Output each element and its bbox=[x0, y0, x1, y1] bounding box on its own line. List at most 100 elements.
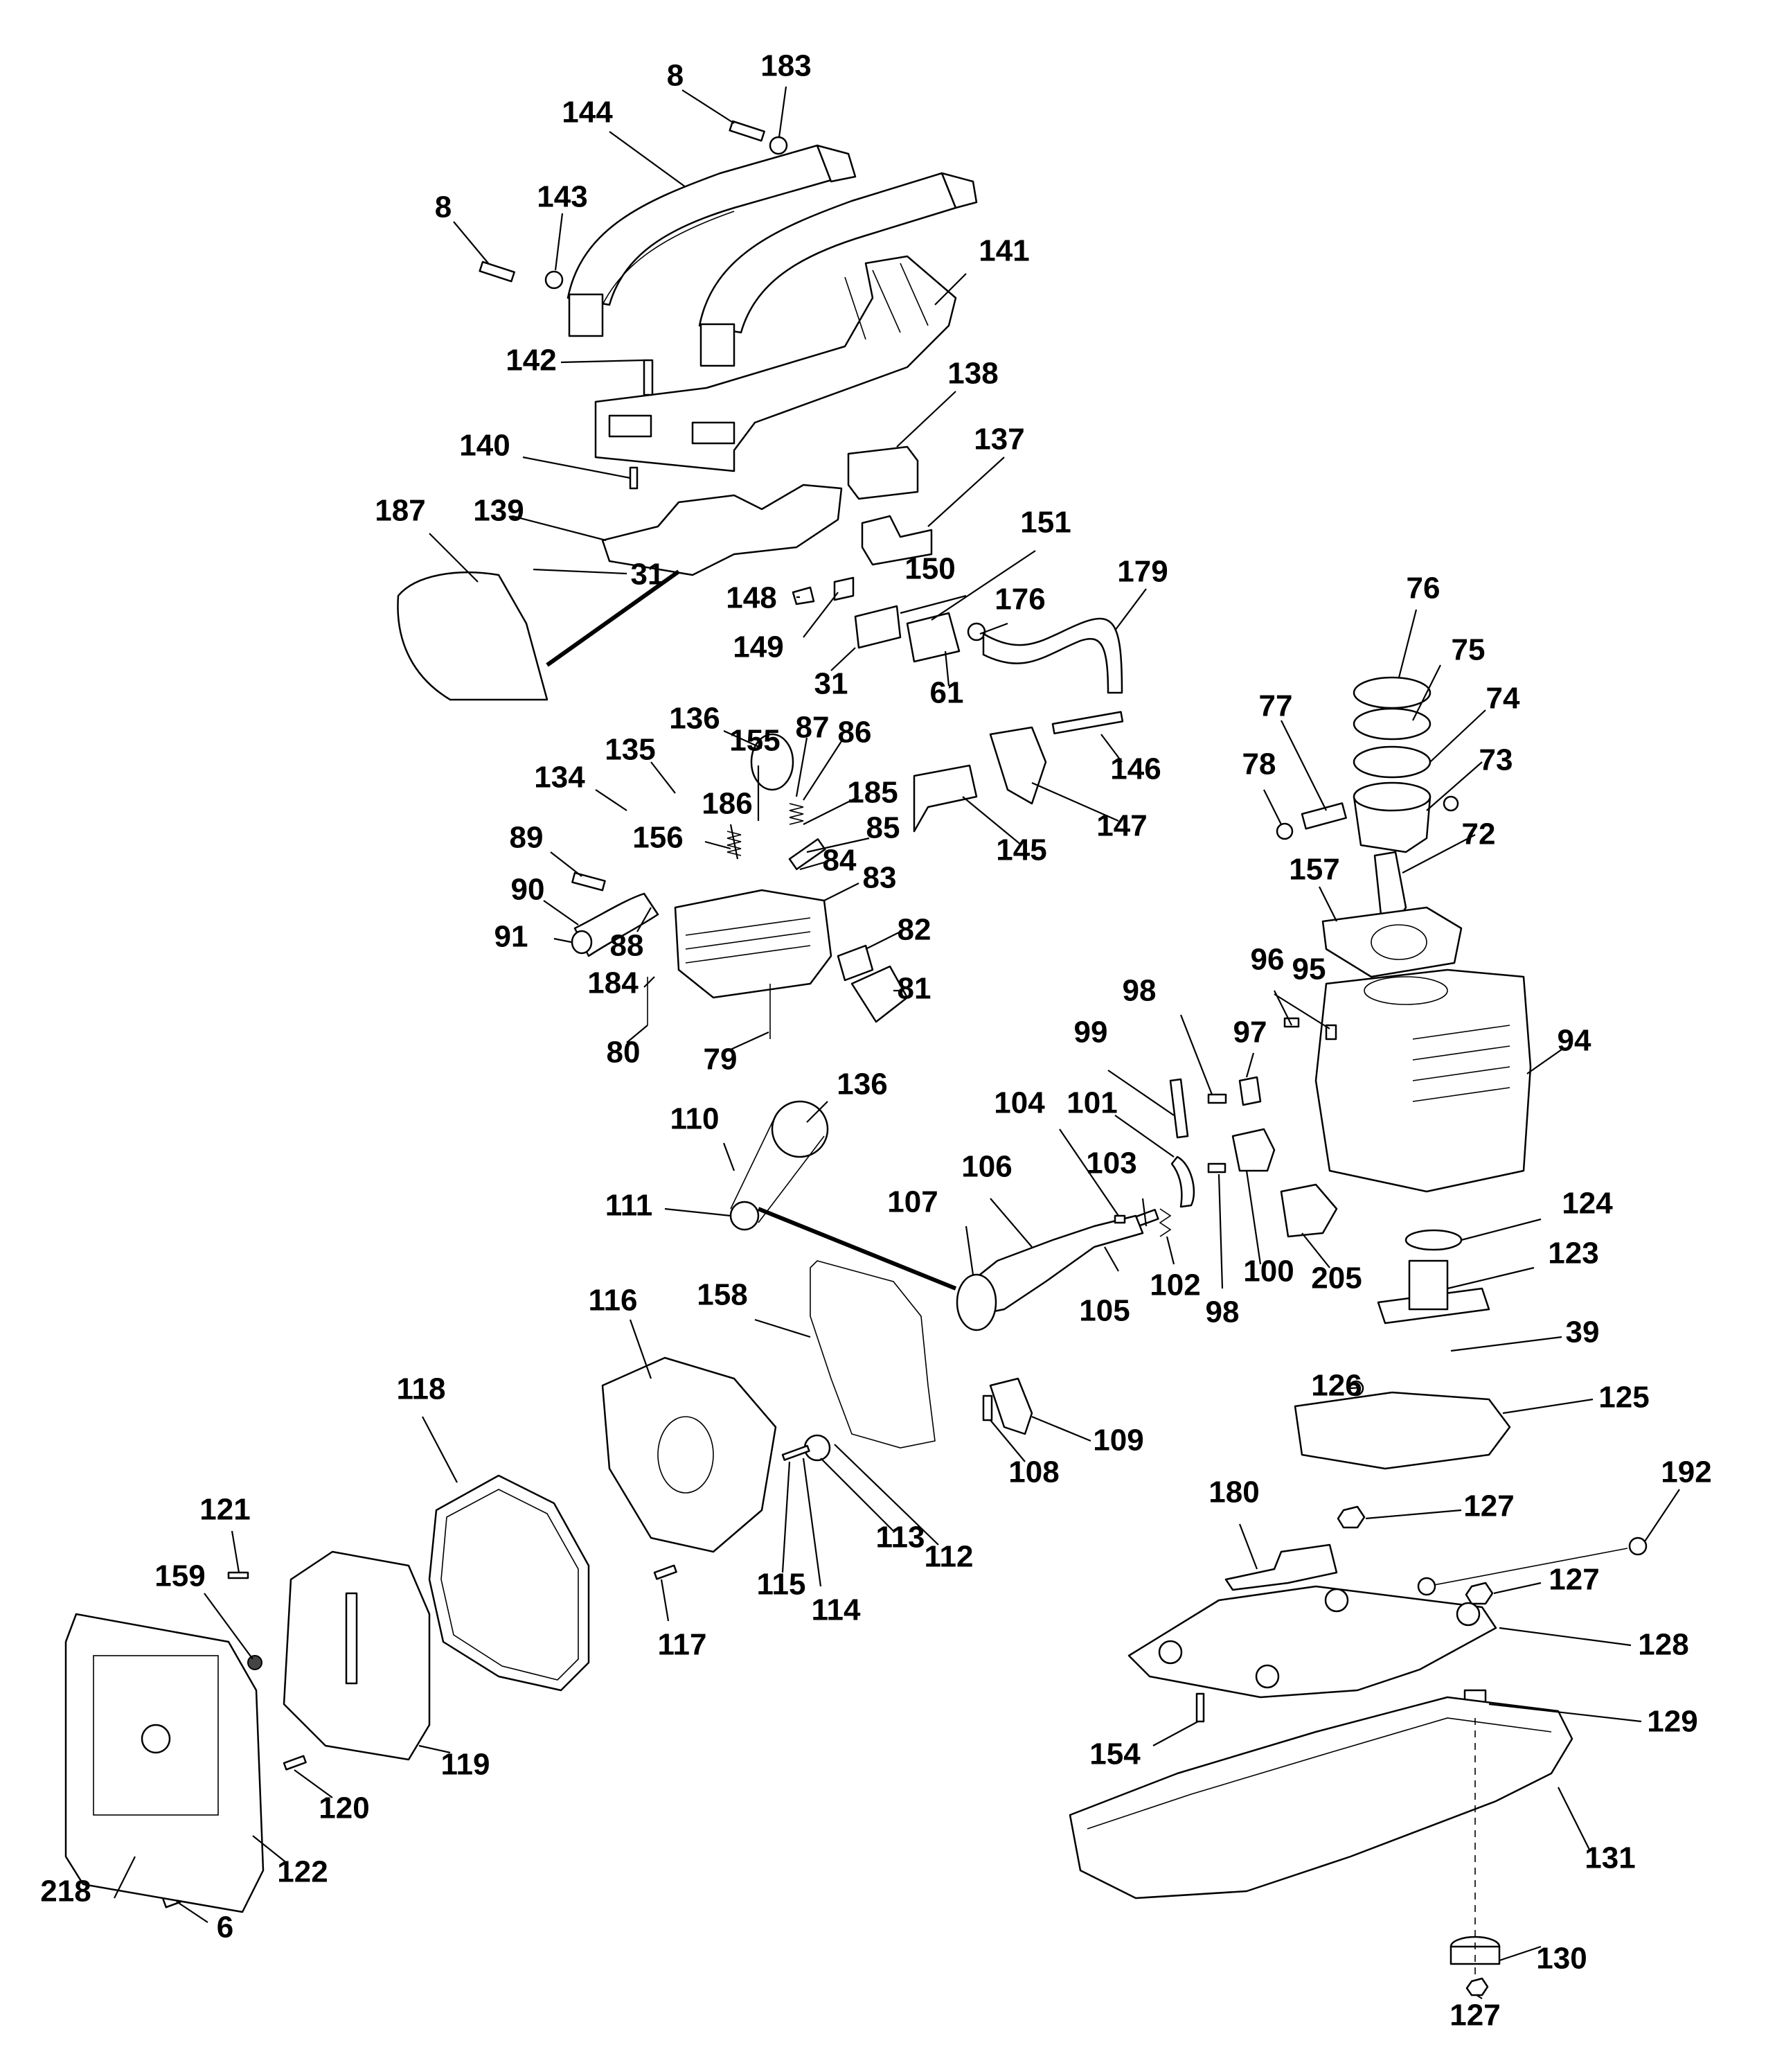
callout-109: 109 bbox=[1093, 1424, 1143, 1458]
callout-103: 103 bbox=[1086, 1146, 1136, 1180]
callout-111: 111 bbox=[605, 1189, 653, 1223]
bolt-part bbox=[982, 1394, 993, 1422]
callout-110: 110 bbox=[670, 1102, 720, 1136]
callout-148: 148 bbox=[726, 581, 776, 615]
connecting-line bbox=[757, 1207, 957, 1291]
callout-95: 95 bbox=[1292, 953, 1326, 986]
leader-lines bbox=[114, 86, 1680, 1999]
ring-part bbox=[1353, 676, 1431, 709]
callout-125: 125 bbox=[1598, 1381, 1649, 1415]
callout-94: 94 bbox=[1558, 1024, 1591, 1058]
callout-184: 184 bbox=[587, 966, 639, 1000]
crankcase-part bbox=[1314, 968, 1532, 1193]
callout-150: 150 bbox=[904, 552, 955, 586]
clip-part bbox=[792, 586, 815, 605]
callout-156: 156 bbox=[632, 821, 683, 855]
callout-102: 102 bbox=[1150, 1268, 1200, 1302]
bolt-part bbox=[571, 871, 606, 892]
clip-part bbox=[1276, 822, 1294, 840]
screw-part bbox=[283, 1755, 307, 1771]
callout-8: 8 bbox=[667, 59, 684, 93]
spark-plug-part bbox=[788, 838, 826, 870]
callout-142: 142 bbox=[506, 344, 556, 378]
crank-pulley-part bbox=[729, 1201, 760, 1231]
callout-99: 99 bbox=[1074, 1016, 1108, 1050]
crankcase-cover-part bbox=[601, 1356, 777, 1553]
callout-89: 89 bbox=[510, 821, 544, 855]
callout-187: 187 bbox=[375, 494, 425, 528]
callout-78: 78 bbox=[1242, 747, 1276, 781]
bolt-part bbox=[1195, 1692, 1205, 1723]
switch-part bbox=[1280, 1183, 1338, 1238]
callout-218: 218 bbox=[40, 1875, 91, 1909]
callout-77: 77 bbox=[1259, 689, 1293, 723]
screw-part bbox=[227, 1571, 249, 1579]
callout-104: 104 bbox=[994, 1086, 1045, 1120]
muffler-slot bbox=[345, 1592, 358, 1685]
callout-154: 154 bbox=[1089, 1737, 1141, 1771]
callout-6: 6 bbox=[217, 1911, 233, 1945]
callout-186: 186 bbox=[702, 787, 752, 821]
callout-121: 121 bbox=[199, 1493, 250, 1527]
harness-part bbox=[1224, 1543, 1338, 1591]
connecting-line bbox=[546, 569, 680, 667]
callout-136: 136 bbox=[669, 702, 720, 736]
callout-134: 134 bbox=[534, 761, 585, 795]
callout-124: 124 bbox=[1562, 1187, 1613, 1221]
callout-72: 72 bbox=[1462, 817, 1496, 851]
oil-pan-part bbox=[1294, 1391, 1511, 1470]
callout-98: 98 bbox=[1123, 974, 1157, 1008]
gasket-part bbox=[1321, 906, 1463, 978]
gasket-part bbox=[837, 944, 874, 982]
pin-part bbox=[1283, 1017, 1300, 1028]
callout-98: 98 bbox=[1206, 1295, 1240, 1329]
key-part bbox=[1114, 1214, 1126, 1224]
callout-158: 158 bbox=[697, 1278, 747, 1312]
callout-126: 126 bbox=[1311, 1369, 1362, 1403]
muffler-cover-part bbox=[64, 1613, 265, 1913]
callout-113: 113 bbox=[876, 1521, 925, 1555]
callout-205: 205 bbox=[1311, 1261, 1362, 1295]
callout-143: 143 bbox=[537, 180, 587, 214]
nut-part bbox=[1465, 1582, 1494, 1605]
callout-73: 73 bbox=[1479, 743, 1513, 777]
link-part bbox=[1169, 1078, 1189, 1139]
callout-8: 8 bbox=[435, 191, 452, 224]
callout-159: 159 bbox=[154, 1559, 205, 1593]
callout-97: 97 bbox=[1233, 1016, 1267, 1050]
callout-96: 96 bbox=[1251, 943, 1285, 977]
callout-79: 79 bbox=[704, 1043, 738, 1077]
callout-75: 75 bbox=[1452, 633, 1486, 667]
tab-part bbox=[833, 576, 855, 601]
callout-123: 123 bbox=[1548, 1237, 1598, 1270]
callout-39: 39 bbox=[1566, 1316, 1600, 1349]
callout-88: 88 bbox=[610, 929, 644, 963]
muffler-seal-part bbox=[428, 1474, 590, 1692]
valve-part bbox=[906, 612, 961, 663]
callout-31: 31 bbox=[631, 558, 665, 592]
callout-84: 84 bbox=[823, 844, 857, 878]
callout-139: 139 bbox=[473, 494, 524, 528]
callout-116: 116 bbox=[589, 1284, 638, 1318]
screw-part bbox=[479, 120, 788, 290]
governor-arm-part bbox=[1170, 1155, 1195, 1208]
callout-157: 157 bbox=[1289, 853, 1339, 887]
callout-179: 179 bbox=[1117, 555, 1168, 589]
callout-149: 149 bbox=[733, 630, 783, 664]
timing-belt-part bbox=[730, 1115, 825, 1223]
callout-129: 129 bbox=[1647, 1705, 1697, 1739]
callout-117: 117 bbox=[658, 1628, 707, 1662]
insulator-part bbox=[850, 965, 909, 1023]
callout-120: 120 bbox=[319, 1791, 369, 1825]
bracket-part bbox=[989, 1377, 1033, 1435]
callout-122: 122 bbox=[277, 1855, 328, 1889]
ground-wire-part bbox=[1426, 1548, 1628, 1587]
frame-bracket-part bbox=[594, 255, 957, 472]
callout-100: 100 bbox=[1243, 1255, 1294, 1289]
screw-part bbox=[653, 1564, 677, 1580]
bearing-part bbox=[956, 1273, 997, 1331]
base-pan-part bbox=[1069, 1696, 1573, 1900]
clamp-part bbox=[967, 622, 986, 641]
callout-112: 112 bbox=[925, 1540, 974, 1574]
hose-part bbox=[982, 617, 1123, 694]
